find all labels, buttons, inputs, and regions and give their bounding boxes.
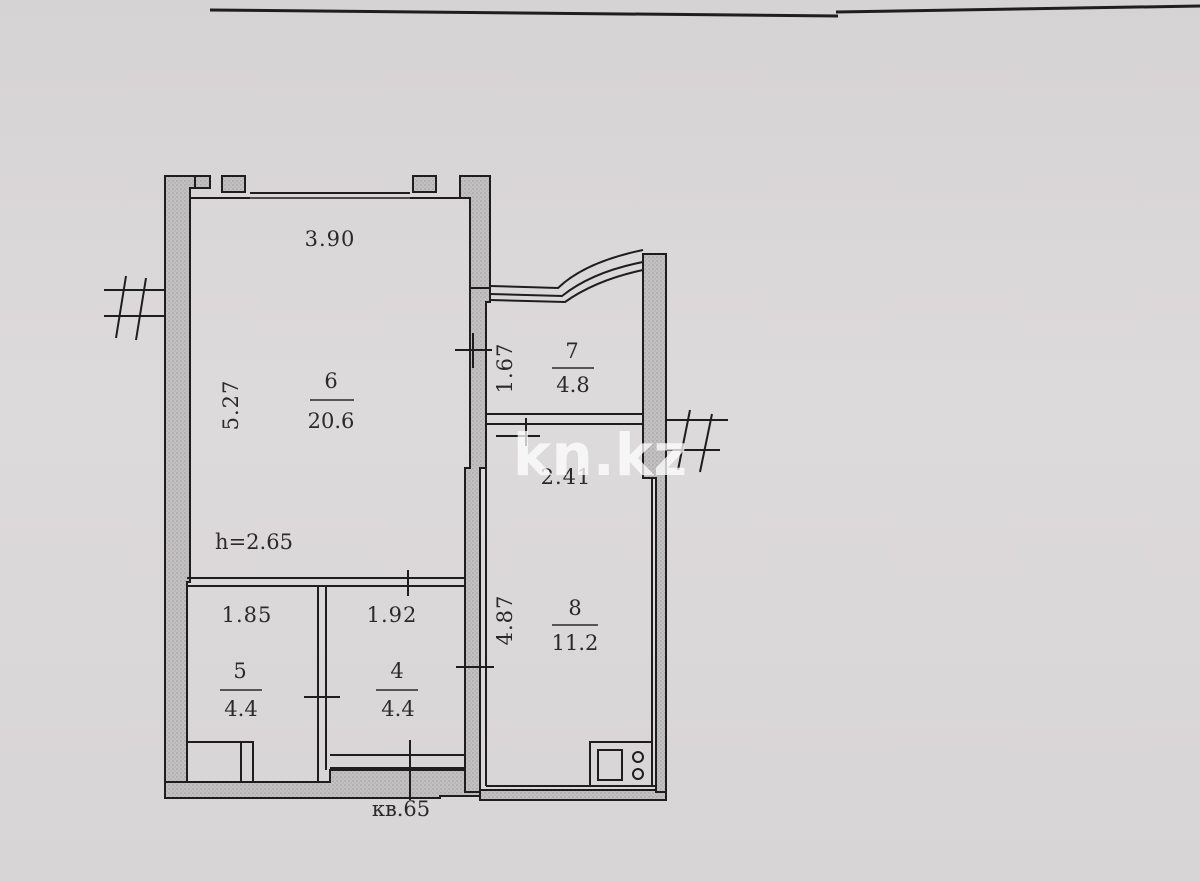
watermark-text: kn.kz — [513, 421, 687, 489]
interior-partitions — [187, 413, 656, 787]
room-5-label: 5 4.4 — [220, 659, 262, 721]
room-4-label: 4 4.4 — [376, 659, 418, 721]
dim-room5-width: 1.85 — [222, 603, 273, 627]
room-6-label: 6 20.6 — [308, 369, 355, 433]
dim-room7-length: 1.67 — [493, 343, 517, 394]
dim-room4-width: 1.92 — [367, 603, 418, 627]
door-marks — [304, 333, 540, 800]
room-7-label: 7 4.8 — [552, 339, 594, 397]
room-6-number: 6 — [324, 369, 337, 393]
apartment-number-label: кв.65 — [372, 797, 430, 821]
room-6-area: 20.6 — [308, 409, 355, 433]
bay-window-room7 — [489, 249, 644, 304]
dim-room8-length: 4.87 — [493, 595, 517, 646]
room-4-area: 4.4 — [381, 697, 414, 721]
room-8-area: 11.2 — [552, 631, 599, 655]
room-7-number: 7 — [565, 339, 578, 363]
room-5-area: 4.4 — [224, 697, 257, 721]
dim-room8-width: 2.41 — [541, 465, 592, 489]
window-room6 — [190, 192, 470, 199]
room-7-area: 4.8 — [556, 373, 589, 397]
room-5-number: 5 — [233, 659, 246, 683]
axis-markers — [104, 275, 728, 473]
bathtub-fixture — [186, 741, 254, 783]
dim-room6-length: 5.27 — [219, 380, 243, 431]
ceiling-height-label: h=2.65 — [215, 530, 293, 554]
room-8-label: 8 11.2 — [552, 596, 599, 655]
dim-room6-width: 3.90 — [305, 227, 356, 251]
room-4-number: 4 — [390, 659, 403, 683]
room-8-number: 8 — [568, 596, 581, 620]
top-border-line — [209, 4, 1200, 18]
kitchen-stove — [589, 741, 653, 787]
